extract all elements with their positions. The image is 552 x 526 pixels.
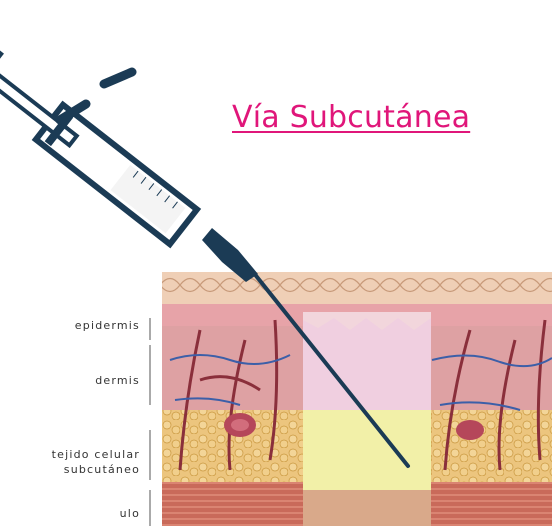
label-muscle: ulo (120, 506, 140, 521)
layer-window (303, 312, 431, 526)
sweat-gland-right (456, 420, 484, 440)
label-subcutaneous-line2: subcutáneo (64, 462, 140, 477)
label-subcutaneous-line1: tejido celular (52, 447, 140, 462)
label-epidermis: epidermis (75, 318, 140, 333)
sweat-gland-left (224, 413, 256, 437)
page-title: Vía Subcutánea (232, 100, 470, 135)
label-dermis: dermis (95, 373, 140, 388)
